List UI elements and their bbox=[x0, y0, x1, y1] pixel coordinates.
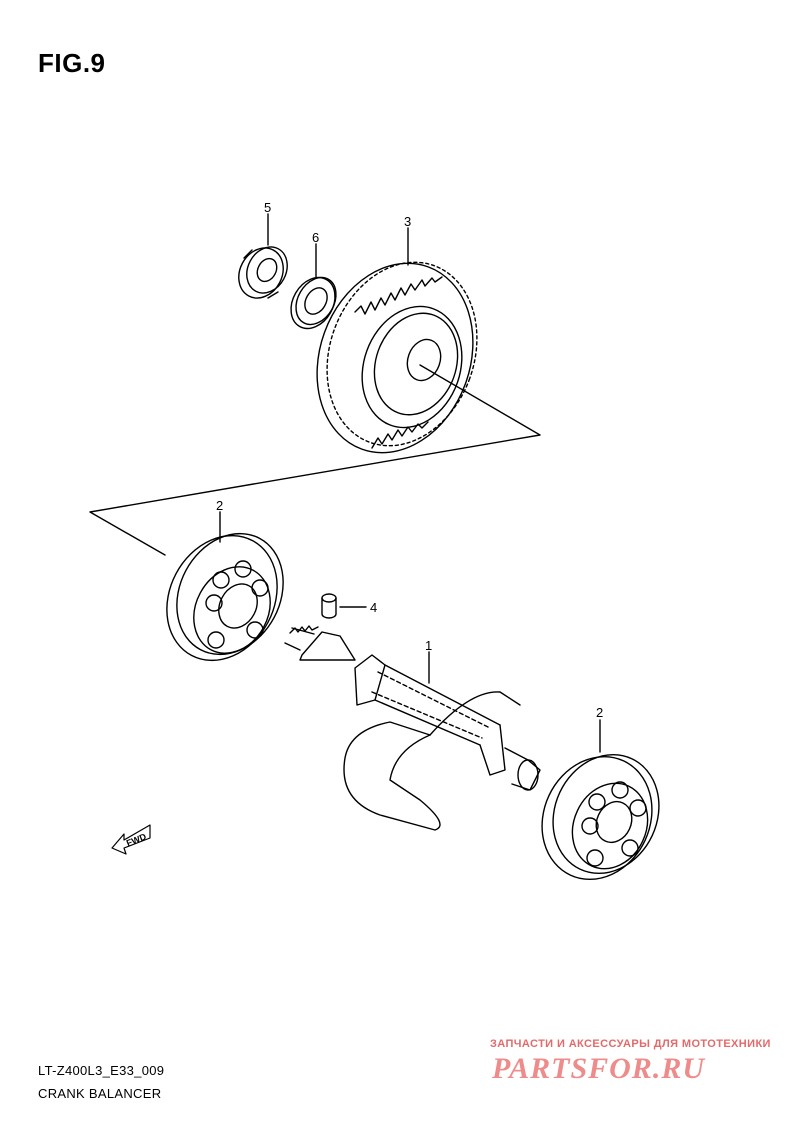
figure-title: FIG.9 bbox=[38, 48, 106, 78]
watermark-tagline: ЗАПЧАСТИ И АКСЕССУАРЫ ДЛЯ МОТОТЕХНИКИ bbox=[490, 1038, 771, 1050]
drawing-code: LT-Z400L3_E33_009 bbox=[38, 1063, 165, 1078]
balancer-shaft-part bbox=[284, 625, 541, 831]
callout-nut: 5 bbox=[264, 200, 271, 215]
callout-bearing-right: 2 bbox=[596, 705, 603, 720]
bearing-right-part bbox=[541, 753, 660, 881]
callout-gear: 3 bbox=[404, 214, 411, 229]
callout-shaft: 1 bbox=[425, 638, 432, 653]
fwd-arrow-icon: FWD bbox=[111, 824, 151, 855]
nut-part bbox=[238, 246, 288, 299]
callout-pin: 4 bbox=[370, 600, 377, 615]
bearing-left-part bbox=[166, 532, 284, 662]
fwd-label: FWD bbox=[125, 831, 148, 848]
washer-part bbox=[290, 276, 337, 330]
callout-bearing-left: 2 bbox=[216, 498, 223, 513]
callout-washer: 6 bbox=[312, 230, 319, 245]
pin-part bbox=[321, 593, 367, 619]
assembly-name: CRANK BALANCER bbox=[38, 1086, 162, 1101]
watermark-logo: PARTSFOR.RU bbox=[492, 1052, 705, 1085]
gear-part bbox=[89, 261, 541, 556]
